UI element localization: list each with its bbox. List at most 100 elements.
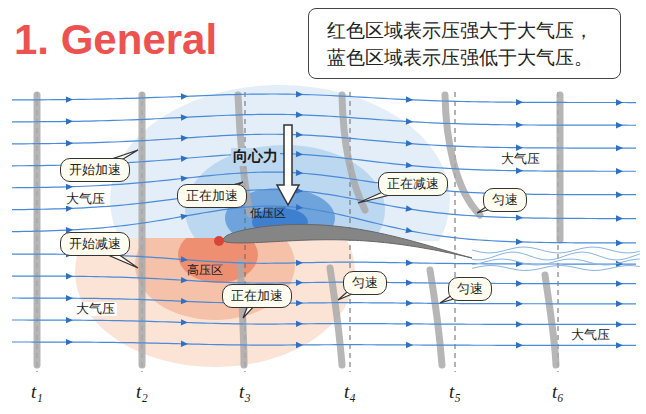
time-line (37, 92, 38, 372)
wake-line (472, 252, 640, 260)
flow-arrowhead (406, 260, 413, 267)
note-box: 红色区域表示压强大于大气压， 蓝色区域表示压强低于大气压。 (308, 8, 621, 79)
flow-arrowhead (296, 91, 303, 98)
flow-arrowhead (616, 301, 623, 307)
flow-arrowhead (181, 319, 188, 326)
flow-arrowhead (516, 239, 523, 246)
flow-arrowhead (406, 300, 413, 306)
flow-arrowhead (181, 135, 188, 142)
streamline (12, 190, 636, 219)
flow-arrowhead (181, 256, 188, 263)
flow-arrowhead (181, 114, 188, 121)
flow-arrowhead (66, 339, 73, 345)
node-text: 正在加速 (186, 187, 238, 205)
flow-arrowhead (181, 155, 189, 162)
flow-arrowhead (66, 96, 73, 102)
time-label: t₅ (449, 381, 461, 403)
callout-bubble: 匀速 (343, 271, 387, 295)
time-label: t₂ (136, 381, 148, 403)
material-band (342, 95, 365, 210)
region-label: 低压区 (250, 207, 286, 221)
streamline (12, 276, 636, 284)
flow-arrowhead (616, 99, 623, 105)
flow-arrowhead (516, 144, 523, 150)
callout-bubble: 开始减速 (60, 232, 130, 256)
time-line (455, 92, 456, 372)
flow-arrowhead (296, 300, 303, 306)
flow-arrowhead (66, 118, 73, 125)
flow-arrowhead (516, 280, 523, 286)
flow-arrowhead (616, 215, 623, 221)
low-pressure-region (110, 85, 450, 241)
flow-arrowhead (406, 118, 413, 125)
flow-arrowhead (406, 205, 414, 212)
pressure-contour (110, 85, 450, 241)
flow-arrowhead (516, 214, 523, 221)
material-band (545, 275, 556, 365)
callout-bubble: 开始加速 (60, 158, 130, 182)
flow-arrowhead (616, 321, 623, 327)
flow-arrowhead (181, 175, 189, 182)
flow-arrowhead (616, 122, 623, 128)
flow-arrowhead (406, 140, 413, 147)
time-label: t₃ (239, 381, 251, 403)
flow-arrowhead (516, 122, 523, 128)
force-label: 向心力 (231, 148, 280, 165)
material-band (430, 270, 442, 365)
flow-arrowhead (296, 342, 303, 348)
streamline (12, 114, 636, 125)
node-text: 开始加速 (69, 161, 121, 179)
callout-bubble: 匀速 (448, 277, 492, 301)
pressure-label: 大气压 (569, 328, 612, 343)
wake-line (472, 259, 640, 265)
flow-arrowhead (296, 321, 303, 327)
flow-arrowhead (66, 183, 73, 190)
time-line (142, 92, 143, 372)
flow-arrowhead (296, 170, 303, 177)
node-text: 正在减速 (387, 175, 439, 193)
callout-bubble: 匀速 (483, 188, 527, 212)
flow-arrowhead (66, 317, 73, 323)
material-band (445, 95, 480, 215)
flow-arrowhead (516, 342, 523, 348)
flow-arrowhead (181, 277, 188, 284)
flow-arrowhead (296, 260, 303, 267)
flow-arrowhead (616, 168, 623, 174)
flow-arrowhead (616, 342, 623, 348)
pressure-label: 大气压 (74, 302, 117, 317)
node-text: 红色区域表示压强大于大气压， 蓝色区域表示压强低于大气压。 (327, 17, 602, 70)
title-text: 1. General (14, 16, 217, 64)
flow-arrowhead (516, 168, 523, 174)
node-text: 开始减速 (69, 235, 121, 253)
time-label: t₄ (344, 381, 356, 403)
flow-arrowhead (66, 140, 73, 147)
callout-bubble: 正在加速 (177, 184, 247, 208)
flow-arrowhead (66, 295, 73, 301)
material-band (34, 95, 41, 365)
streamline (12, 134, 636, 148)
node-text: 匀速 (352, 274, 378, 292)
flow-arrowhead (616, 280, 623, 286)
flow-arrowhead (181, 93, 188, 100)
time-label: t₆ (552, 381, 564, 403)
pressure-label: 大气压 (499, 152, 542, 167)
streamline (12, 320, 636, 324)
airfoil (222, 224, 472, 258)
node-text: 正在加速 (231, 287, 283, 305)
flow-arrowhead (516, 321, 523, 327)
wake-line (472, 247, 640, 253)
flow-arrowhead (181, 212, 189, 220)
force-arrow (277, 125, 299, 205)
flow-arrowhead (406, 96, 413, 103)
flow-arrowhead (405, 227, 413, 235)
pressure-label: 大气压 (64, 192, 107, 207)
time-label: t₁ (31, 381, 43, 403)
flow-arrowhead (181, 341, 188, 348)
streamline (12, 342, 636, 345)
flow-arrowhead (296, 279, 303, 286)
flow-arrowhead (296, 131, 303, 138)
flow-arrowhead (516, 99, 523, 105)
callout-bubble: 正在减速 (378, 172, 448, 196)
flow-arrowhead (516, 301, 523, 307)
